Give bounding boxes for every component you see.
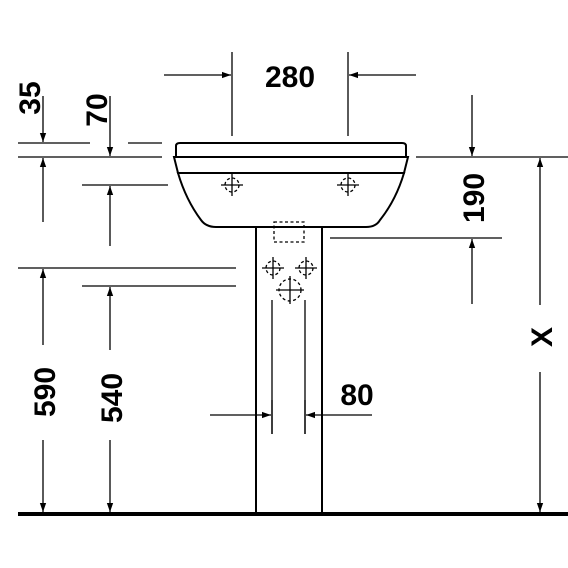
dimension-label-70: 70 <box>81 93 114 126</box>
dimension-x: X <box>526 158 559 512</box>
dimension-35: 35 <box>14 81 162 222</box>
dimension-label-590: 590 <box>29 367 62 417</box>
dimension-label-280: 280 <box>265 61 315 94</box>
dimension-70: 70 <box>81 93 168 246</box>
basin-bowl <box>176 172 406 228</box>
water-supply-right <box>295 257 317 279</box>
water-supply-left <box>262 257 284 279</box>
basin-upper-body <box>172 156 410 174</box>
dimension-590: 590 <box>18 267 236 512</box>
dimension-label-540: 540 <box>96 373 129 423</box>
dimension-label-x: X <box>526 327 559 347</box>
dimension-label-80: 80 <box>340 379 373 412</box>
dimension-label-35: 35 <box>14 81 47 114</box>
dimension-190: 190 <box>330 95 568 304</box>
dimension-label-190: 190 <box>458 173 491 223</box>
pedestal <box>255 221 323 514</box>
dimension-280: 280 <box>164 52 416 136</box>
dimension-80: 80 <box>210 379 374 434</box>
tap-hole-right <box>337 174 359 196</box>
tap-hole-left <box>221 174 243 196</box>
dimension-540: 540 <box>82 285 236 512</box>
waste-outlet-hidden <box>273 221 305 243</box>
waste-pipe <box>276 276 304 304</box>
pedestal-outline <box>255 227 323 514</box>
basin-rim <box>175 142 407 158</box>
washbasin <box>172 142 410 228</box>
